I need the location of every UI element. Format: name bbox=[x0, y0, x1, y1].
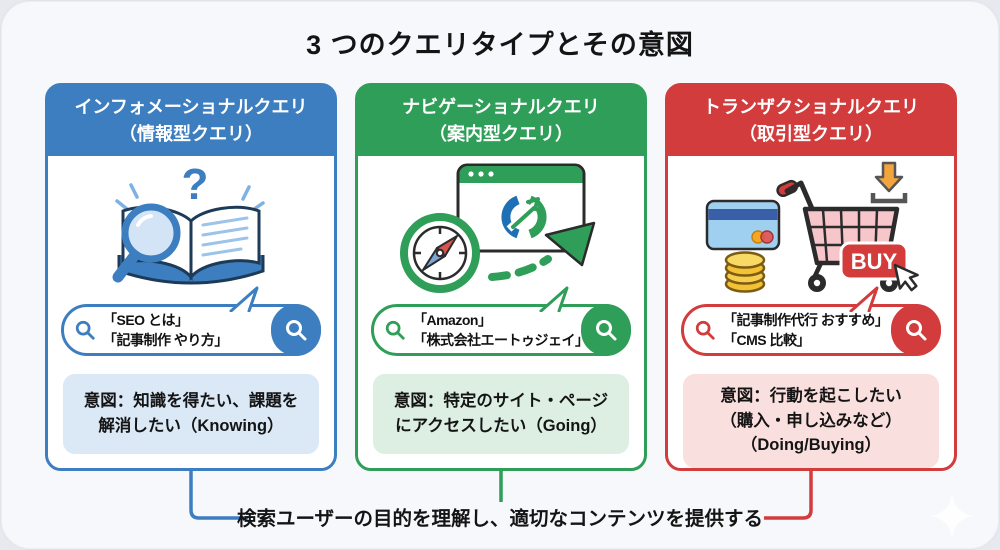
search-button[interactable] bbox=[271, 304, 321, 356]
search-bubble-informational: 「SEO とは」 「記事制作 やり方」 bbox=[61, 286, 321, 356]
column-navigational: ナビゲーショナルクエリ （案内型クエリ） bbox=[355, 83, 647, 471]
page-title: 3 つのクエリタイプとその意図 bbox=[306, 30, 694, 60]
svg-text:BUY: BUY bbox=[851, 249, 898, 274]
coins-icon bbox=[724, 251, 766, 293]
cursor-icon bbox=[893, 263, 919, 292]
browser-window-icon bbox=[456, 163, 586, 253]
download-icon bbox=[870, 161, 908, 204]
header-line2: （取引型クエリ） bbox=[739, 124, 883, 144]
column-transactional: トランザクショナルクエリ （取引型クエリ） bbox=[665, 83, 957, 471]
connector-lines bbox=[189, 471, 813, 520]
search-icon bbox=[75, 320, 95, 340]
query-examples: 「SEO とは」 「記事制作 やり方」 bbox=[103, 310, 228, 351]
search-bubble-transactional: 「記事制作代行 おすすめ」 「CMS 比較」 bbox=[681, 286, 941, 356]
transactional-illustration: BUY bbox=[668, 158, 954, 300]
intent-line1: 意図：知識を得たい、課題を bbox=[83, 392, 299, 411]
search-button[interactable] bbox=[581, 304, 631, 356]
intent-box-transactional: 意図：行動を起こしたい （購入・申し込みなど） （Doing/Buying） bbox=[683, 373, 939, 468]
column-informational: インフォメーショナルクエリ （情報型クエリ） ? bbox=[45, 83, 337, 471]
sparkle-icon bbox=[931, 495, 973, 537]
buy-button-icon: BUY bbox=[839, 241, 909, 281]
credit-card-icon bbox=[705, 199, 781, 251]
intent-line2: にアクセスしたい（Going） bbox=[395, 417, 607, 435]
query-line2: 「株式会社エートゥジェイ」 bbox=[413, 332, 589, 348]
site-logo-icon bbox=[501, 195, 547, 239]
search-icon bbox=[906, 319, 927, 341]
intent-line1: 意図：特定のサイト・ページ bbox=[393, 392, 609, 411]
navigational-illustration bbox=[358, 158, 644, 300]
search-bubble-navigational: 「Amazon」 「株式会社エートゥジェイ」 bbox=[371, 286, 631, 356]
compass-icon bbox=[400, 213, 480, 293]
header-line1: インフォメーショナルクエリ bbox=[74, 97, 308, 117]
query-line1: 「Amazon」 bbox=[413, 311, 492, 328]
question-mark-icon: ? bbox=[182, 160, 209, 209]
header-line2: （情報型クエリ） bbox=[119, 124, 263, 144]
header-line1: ナビゲーショナルクエリ bbox=[402, 97, 600, 117]
column-header-transactional: トランザクショナルクエリ （取引型クエリ） bbox=[668, 86, 954, 156]
query-examples: 「記事制作代行 おすすめ」 「CMS 比較」 bbox=[723, 310, 889, 351]
query-line2: 「記事制作 やり方」 bbox=[103, 332, 228, 348]
bubble-tail bbox=[539, 286, 569, 312]
search-icon bbox=[385, 320, 405, 340]
query-line1: 「SEO とは」 bbox=[103, 311, 189, 328]
bubble-tail bbox=[849, 286, 879, 312]
intent-line3: （Doing/Buying） bbox=[740, 436, 882, 455]
search-icon bbox=[695, 320, 715, 340]
intent-line2: 解消したい（Knowing） bbox=[98, 417, 284, 435]
magnifier-icon bbox=[112, 203, 181, 283]
intent-line2: （購入・申し込みなど） bbox=[720, 411, 902, 430]
intent-line1: 意図：行動を起こしたい bbox=[720, 386, 902, 405]
footer-summary: 検索ユーザーの目的を理解し、適切なコンテンツを提供する bbox=[236, 508, 764, 530]
column-header-navigational: ナビゲーショナルクエリ （案内型クエリ） bbox=[358, 86, 644, 156]
intent-box-informational: 意図：知識を得たい、課題を 解消したい（Knowing） bbox=[63, 374, 319, 454]
query-line2: 「CMS 比較」 bbox=[723, 331, 811, 348]
bubble-tail bbox=[229, 286, 259, 312]
header-line1: トランザクショナルクエリ bbox=[703, 97, 919, 117]
search-icon bbox=[596, 320, 617, 341]
column-header-informational: インフォメーショナルクエリ （情報型クエリ） bbox=[48, 86, 334, 156]
query-examples: 「Amazon」 「株式会社エートゥジェイ」 bbox=[413, 310, 589, 351]
search-icon bbox=[286, 320, 307, 341]
query-line1: 「記事制作代行 おすすめ」 bbox=[723, 311, 889, 328]
intent-box-navigational: 意図：特定のサイト・ページ にアクセスしたい（Going） bbox=[373, 374, 629, 454]
search-button[interactable] bbox=[891, 303, 941, 356]
informational-illustration: ? bbox=[48, 158, 334, 300]
growth-arrow-icon bbox=[488, 221, 596, 281]
header-line2: （案内型クエリ） bbox=[429, 124, 573, 144]
